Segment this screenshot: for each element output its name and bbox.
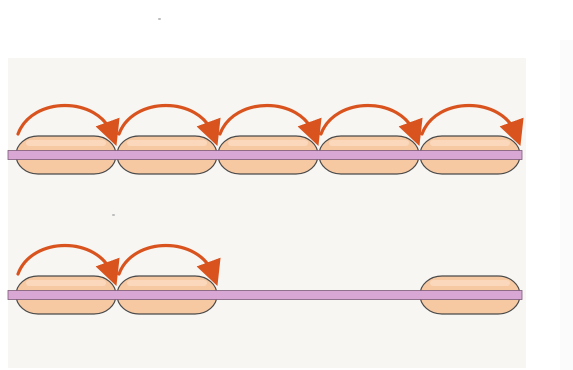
axon-line [8,151,522,160]
axon-line [8,291,522,300]
conduction-arrow [422,106,516,135]
conduction-arrow [321,106,415,135]
segment-highlight [127,140,207,146]
segment-highlight [26,140,106,146]
continuous-row [8,106,522,175]
conduction-arrow [18,106,112,135]
segment-highlight [329,140,409,146]
segment-highlight [430,280,510,286]
conduction-arrow [18,246,112,275]
segment-highlight [127,280,207,286]
conduction-arrow [119,106,213,135]
segment-highlight [228,140,308,146]
rows-layer [8,106,522,315]
interrupted-row [8,246,522,315]
conduction-arrow [220,106,314,135]
segment-highlight [430,140,510,146]
segment-highlight [26,280,106,286]
conduction-arrow [119,246,213,275]
